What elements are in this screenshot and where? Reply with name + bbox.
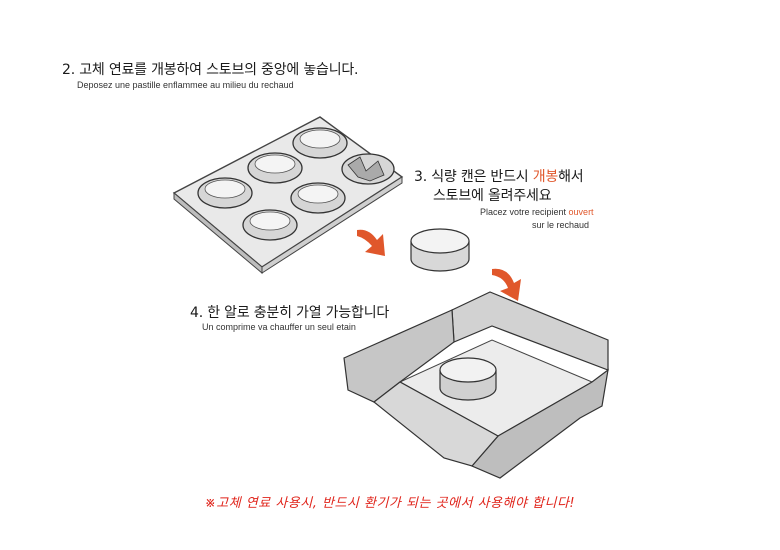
step3-title-line1: 3. 식량 캔은 반드시 개봉해서 [414,166,584,186]
step3-title-pre: 3. 식량 캔은 반드시 [414,169,533,185]
step2-subtitle: Deposez une pastille enflammee au milieu… [77,80,294,90]
safety-warning: ※고체 연료 사용시, 반드시 환기가 되는 곳에서 사용해야 합니다! [204,496,576,511]
step3-sub-accent: ouvert [568,207,594,217]
step3-sub-pre: Placez votre recipient [480,207,569,217]
folding-stove-illustration [343,291,609,479]
step4-subtitle: Un comprime va chauffer un seul etain [202,322,356,332]
step3-title-post: 해서 [558,169,584,185]
step3-subtitle-line1: Placez votre recipient ouvert [480,207,594,217]
step4-title: 4. 한 알로 충분히 가열 가능합니다 [190,305,390,321]
step3-title-accent: 개봉 [532,169,559,185]
step2-title: 2. 고체 연료를 개봉하여 스토브의 중앙에 놓습니다. [62,62,359,78]
step3-title-line2: 스토브에 올려주세요 [433,188,552,204]
step3-subtitle-line2: sur le rechaud [532,220,590,230]
blister-pack-illustration [172,116,404,275]
arrow-to-stove-icon [492,268,521,301]
fuel-pastille-illustration [410,228,470,272]
arrow-to-pastille-icon [357,229,385,256]
